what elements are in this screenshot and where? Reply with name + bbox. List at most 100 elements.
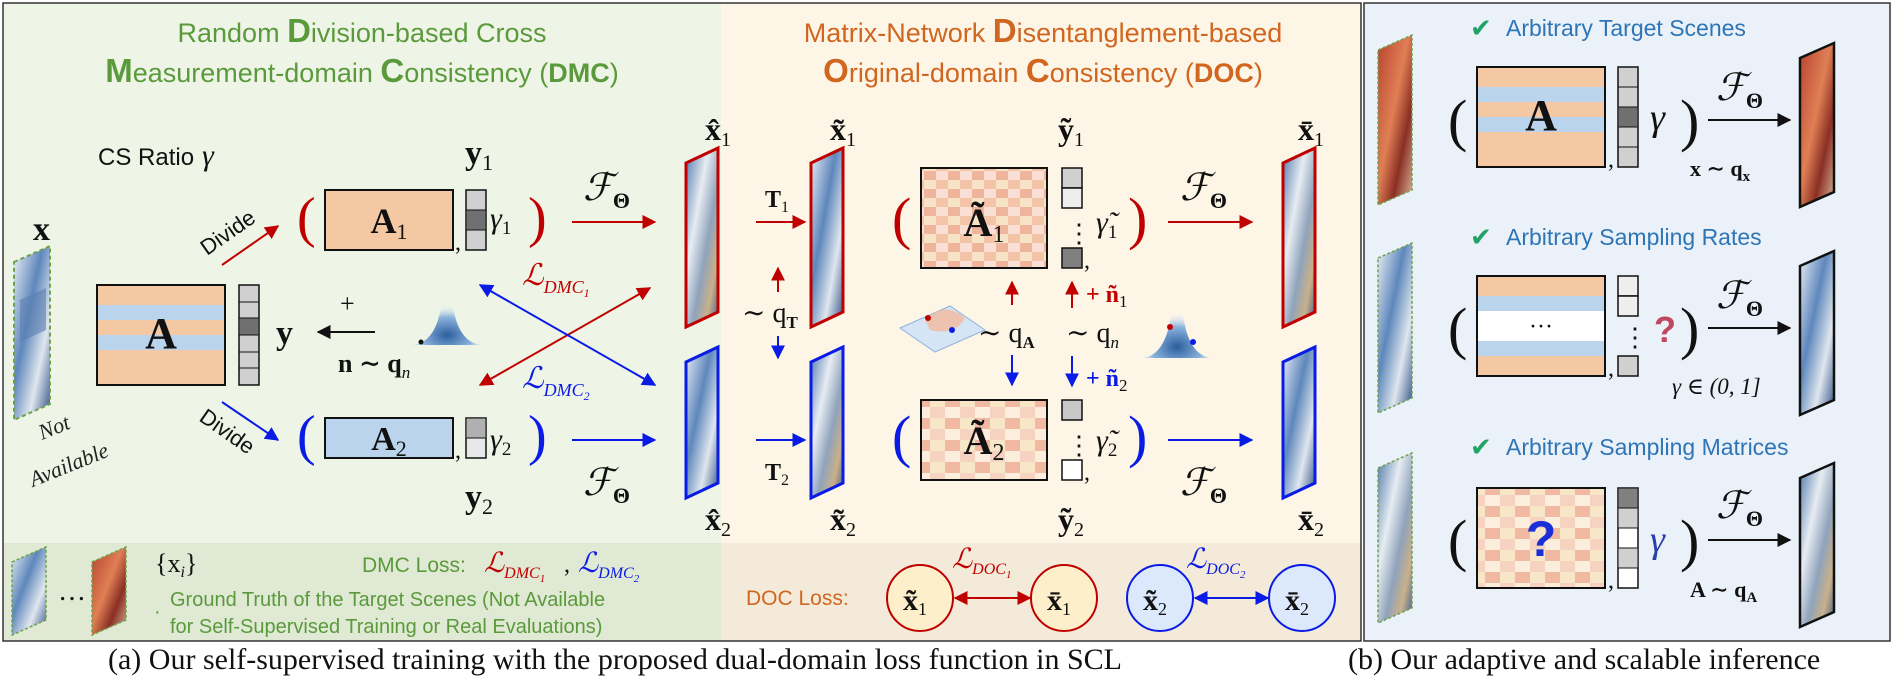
paren-open-A1: ( (297, 187, 316, 249)
dmc-cross-arrow-blue (478, 284, 657, 386)
noise-gaussian-icon-2 (1140, 302, 1214, 358)
gamma2-symbol: γ2 (490, 423, 511, 460)
network-F-bottom-2: ℱΘ (1180, 462, 1227, 508)
T1-symbol: T1 (765, 187, 789, 216)
loss-dmc2-label: ℒDMC2 (522, 362, 590, 403)
panel-a-border (2, 2, 1362, 642)
ntil1-label: + ñ1 (1086, 282, 1128, 311)
condition-r1: x ∼ qx (1690, 156, 1751, 185)
doc-loss-node-xtil1 (886, 564, 954, 632)
image-xbar2 (1281, 344, 1317, 501)
inference-input-image-1 (1377, 33, 1413, 207)
vector-ytil2 (1061, 399, 1083, 481)
comma-r1: , (1608, 147, 1614, 173)
ytil2-dots: ⋮ (1066, 431, 1092, 460)
caption-a: (a) Our self-supervised training with th… (108, 643, 1122, 676)
xbar2-symbol: x̄2 (1298, 501, 1324, 541)
comma-4: , (1084, 460, 1090, 486)
svg-text:A: A (1525, 91, 1557, 140)
doc-node-xbar1-text: x̄1 (1047, 584, 1071, 619)
doc-loss-label: DOC Loss: (746, 587, 849, 610)
matrix-A2: A2 (324, 417, 454, 461)
loss-doc2-label: ℒDOC2 (1186, 544, 1246, 581)
vector-y1 (465, 189, 487, 251)
matrix-A-r3: ? (1476, 487, 1606, 589)
comma-r2: , (1608, 356, 1614, 382)
xhat2-symbol: x̂2 (705, 501, 731, 541)
doc-loss-node-xbar1 (1030, 564, 1098, 632)
ytil2-symbol: ỹ2 (1058, 501, 1084, 541)
vector-y-r1 (1617, 66, 1639, 168)
gamma-r1: γ (1650, 97, 1666, 139)
dmc-loss-term-1: ℒDMC1 (484, 548, 545, 585)
qn-label: ∼ qn (1066, 318, 1119, 352)
matrix-A: A (96, 284, 226, 386)
paren-open-r3: ( (1448, 508, 1467, 573)
doc-node-xtil1-text: x̃1 (903, 584, 927, 619)
noise-label: n ∼ qn (338, 349, 410, 382)
caption-b: (b) Our adaptive and scalable inference (1348, 643, 1821, 676)
noise-dot-blue (1190, 339, 1196, 345)
xtil1-symbol: x̃1 (830, 111, 856, 151)
divide-arrow-top (221, 225, 280, 266)
inference-title-2: Arbitrary Sampling Rates (1506, 224, 1762, 250)
doc-node-xtil2-text: x̃2 (1143, 584, 1167, 619)
y-symbol: y (276, 315, 293, 352)
vector-y (238, 284, 260, 386)
condition-r2: γ ∈ (0, 1] (1672, 374, 1761, 399)
image-xtil2 (809, 344, 845, 501)
image-xhat1 (684, 145, 720, 330)
ntil2-label: + ñ2 (1086, 366, 1128, 395)
x-symbol: x (33, 211, 50, 248)
inference-input-image-3 (1377, 451, 1413, 625)
paren-close-r2: ) (1680, 296, 1699, 361)
comma-2: , (455, 438, 461, 464)
svg-text:?: ? (1526, 511, 1557, 567)
vector-y-r3 (1617, 487, 1639, 589)
matrix-Atil1: Ã1 (920, 167, 1048, 269)
noise-dot-red (1167, 324, 1173, 330)
matrix-A-r1: A (1476, 66, 1606, 168)
inference-title-1: Arbitrary Target Scenes (1506, 15, 1746, 41)
svg-text:A: A (145, 309, 177, 358)
comma-r3: , (1608, 568, 1614, 594)
svg-text:Ã1: Ã1 (964, 200, 1005, 248)
divide-arrow-bottom (221, 401, 280, 441)
gt-image-1 (11, 545, 47, 637)
ytil1-symbol: ỹ1 (1058, 111, 1084, 151)
gt-note-line2: for Self-Supervised Training or Real Eva… (170, 616, 602, 638)
loss-dmc1-label: ℒDMC1 (522, 259, 590, 300)
paren-open-r2: ( (1448, 296, 1467, 361)
loss-doc1-label: ℒDOC1 (952, 544, 1011, 581)
qT-label: ∼ qT (742, 298, 798, 332)
gt-note-line1: Ground Truth of the Target Scenes (Not A… (170, 589, 605, 611)
xhat1-symbol: x̂1 (705, 111, 731, 151)
image-xbar1 (1281, 145, 1317, 330)
question-mark-r2: ? (1654, 309, 1676, 350)
dmc-loss-label: DMC Loss: (362, 554, 466, 577)
check-icon-2: ✔ (1470, 222, 1492, 252)
doc-title-line1: Matrix-Network Disentanglement-based (804, 12, 1283, 49)
paren-close-Atil2: ) (1128, 404, 1147, 469)
y1-symbol: y1 (465, 135, 493, 175)
doc-node-xbar2-text: x̄2 (1285, 584, 1309, 619)
dmc-loss-term-2: ℒDMC2 (578, 548, 640, 585)
gamma1-symbol: γ1 (490, 202, 511, 239)
paren-open-A2: ( (297, 405, 316, 467)
matrix-Atil2: Ã2 (920, 399, 1048, 481)
xbar1-symbol: x̄1 (1298, 111, 1324, 151)
network-F-r2: ℱΘ (1716, 275, 1763, 321)
gt-ellipsis: … (58, 576, 86, 607)
gt-image-2 (91, 545, 127, 637)
vector-ytil1 (1061, 167, 1083, 269)
ytil1-dots: ⋮ (1066, 219, 1092, 248)
image-xhat2 (684, 344, 720, 501)
paren-open-Atil1: ( (892, 186, 911, 251)
svg-text:···: ··· (1529, 314, 1553, 340)
svg-text:A1: A1 (371, 201, 408, 244)
matrix-A1: A1 (324, 189, 454, 251)
input-image-x (13, 244, 51, 422)
matrix-A-r2: ··· (1476, 275, 1606, 377)
